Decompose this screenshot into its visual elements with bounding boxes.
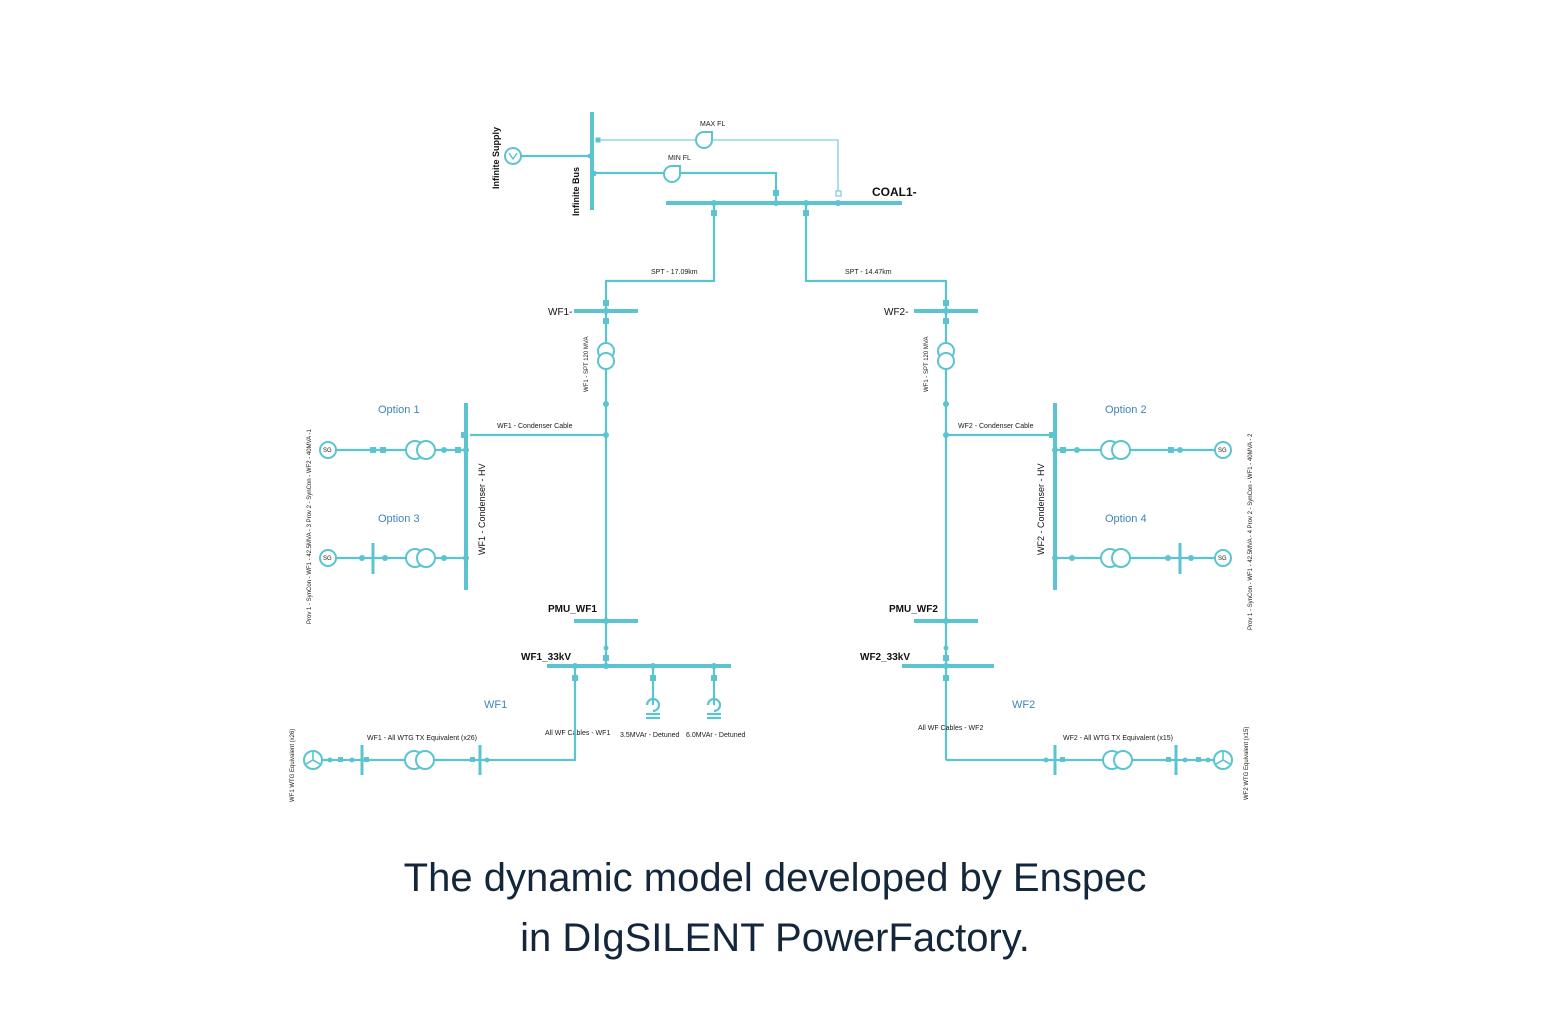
wf2-wtg-chain: [1043, 745, 1233, 775]
wf2-cond-hv-label: WF2 - Condenser - HV: [1036, 463, 1046, 555]
syncon-right-label: Prov 1 - SynCon - WF1 - 42.5MVA - 4 Prov…: [1248, 433, 1254, 630]
option-4-syncon: SG: [1055, 543, 1232, 574]
all-wf-cables-wf1-label: All WF Cables - WF1: [545, 730, 610, 737]
svg-text:SG: SG: [323, 448, 332, 454]
spt-left-label: SPT - 17.09km: [651, 269, 698, 276]
wf1-transformer: [597, 342, 615, 370]
capacitor-3-5mvar: [645, 697, 661, 720]
wf1-tx-label: WF1 - SPT 120 MVA: [584, 337, 590, 392]
spt-right-label: SPT - 14.47km: [845, 269, 892, 276]
pmu-wf2-label: PMU_WF2: [889, 604, 938, 615]
cap-60-label: 6.0MVAr - Detuned: [686, 732, 746, 739]
syncon-left-label: Prov 1 - SynCon - WF1 - 42.5MVA - 3 Prov…: [307, 429, 313, 624]
option-4-label: Option 4: [1105, 513, 1147, 525]
wf1-33kv-label: WF1_33kV: [521, 652, 571, 663]
figure-caption: The dynamic model developed by Enspec in…: [0, 848, 1550, 968]
svg-text:SG: SG: [323, 556, 332, 562]
wf2-33kv-label: WF2_33kV: [860, 652, 910, 663]
option-2-syncon: SG: [1055, 440, 1232, 460]
capacitor-6-0mvar: [706, 697, 722, 720]
option-3-label: Option 3: [378, 513, 420, 525]
max-fl-symbol: [695, 131, 713, 149]
svg-text:SG: SG: [1218, 448, 1227, 454]
option-1-syncon: SG: [319, 440, 466, 460]
wf2-bus-label: WF2-: [884, 307, 908, 318]
option-1-label: Option 1: [378, 404, 420, 416]
max-fl-label: MAX FL: [700, 121, 725, 128]
infinite-supply-label: Infinite Supply: [491, 127, 501, 189]
wf2-tx-label: WF1 - SPT 120 MVA: [924, 337, 930, 392]
wf1-cond-cable-label: WF1 - Condenser Cable: [497, 423, 573, 430]
single-line-diagram: Infinite Supply Infinite Bus MAX FL MIN …: [290, 112, 1254, 802]
option-2-label: Option 2: [1105, 404, 1147, 416]
all-wf-cables-wf2-label: All WF Cables - WF2: [918, 725, 983, 732]
pmu-wf1-label: PMU_WF1: [548, 604, 597, 615]
coal1-label: COAL1-: [872, 185, 917, 199]
infinite-bus-label: Infinite Bus: [571, 167, 581, 216]
wf2-label: WF2: [1012, 699, 1035, 711]
option-3-syncon: SG: [319, 543, 466, 574]
wf2-cond-cable-label: WF2 - Condenser Cable: [958, 423, 1034, 430]
wf2-wtg-eq-label: WF2 WTG Equivalent (x15): [1244, 727, 1250, 800]
wf2-wtg-tx-label: WF2 - All WTG TX Equivalent (x15): [1063, 735, 1173, 742]
caption-line-2: in DIgSILENT PowerFactory.: [520, 916, 1030, 960]
cap-35-label: 3.5MVAr - Detuned: [620, 732, 680, 739]
caption-line-1: The dynamic model developed by Enspec: [403, 856, 1147, 900]
wf1-wtg-tx-label: WF1 - All WTG TX Equivalent (x26): [367, 735, 477, 742]
wf1-wtg-eq-label: WF1 WTG Equivalent (x26): [290, 729, 296, 802]
min-fl-symbol: [663, 165, 681, 183]
wf2-transformer: [937, 342, 955, 370]
svg-text:SG: SG: [1218, 556, 1227, 562]
infinite-supply-source: [504, 147, 522, 165]
wf1-label: WF1: [484, 699, 507, 711]
wf1-wtg-chain: [303, 745, 490, 775]
wf1-bus-label: WF1-: [548, 307, 572, 318]
min-fl-label: MIN FL: [668, 155, 691, 162]
wf1-cond-hv-label: WF1 - Condenser - HV: [477, 463, 487, 555]
